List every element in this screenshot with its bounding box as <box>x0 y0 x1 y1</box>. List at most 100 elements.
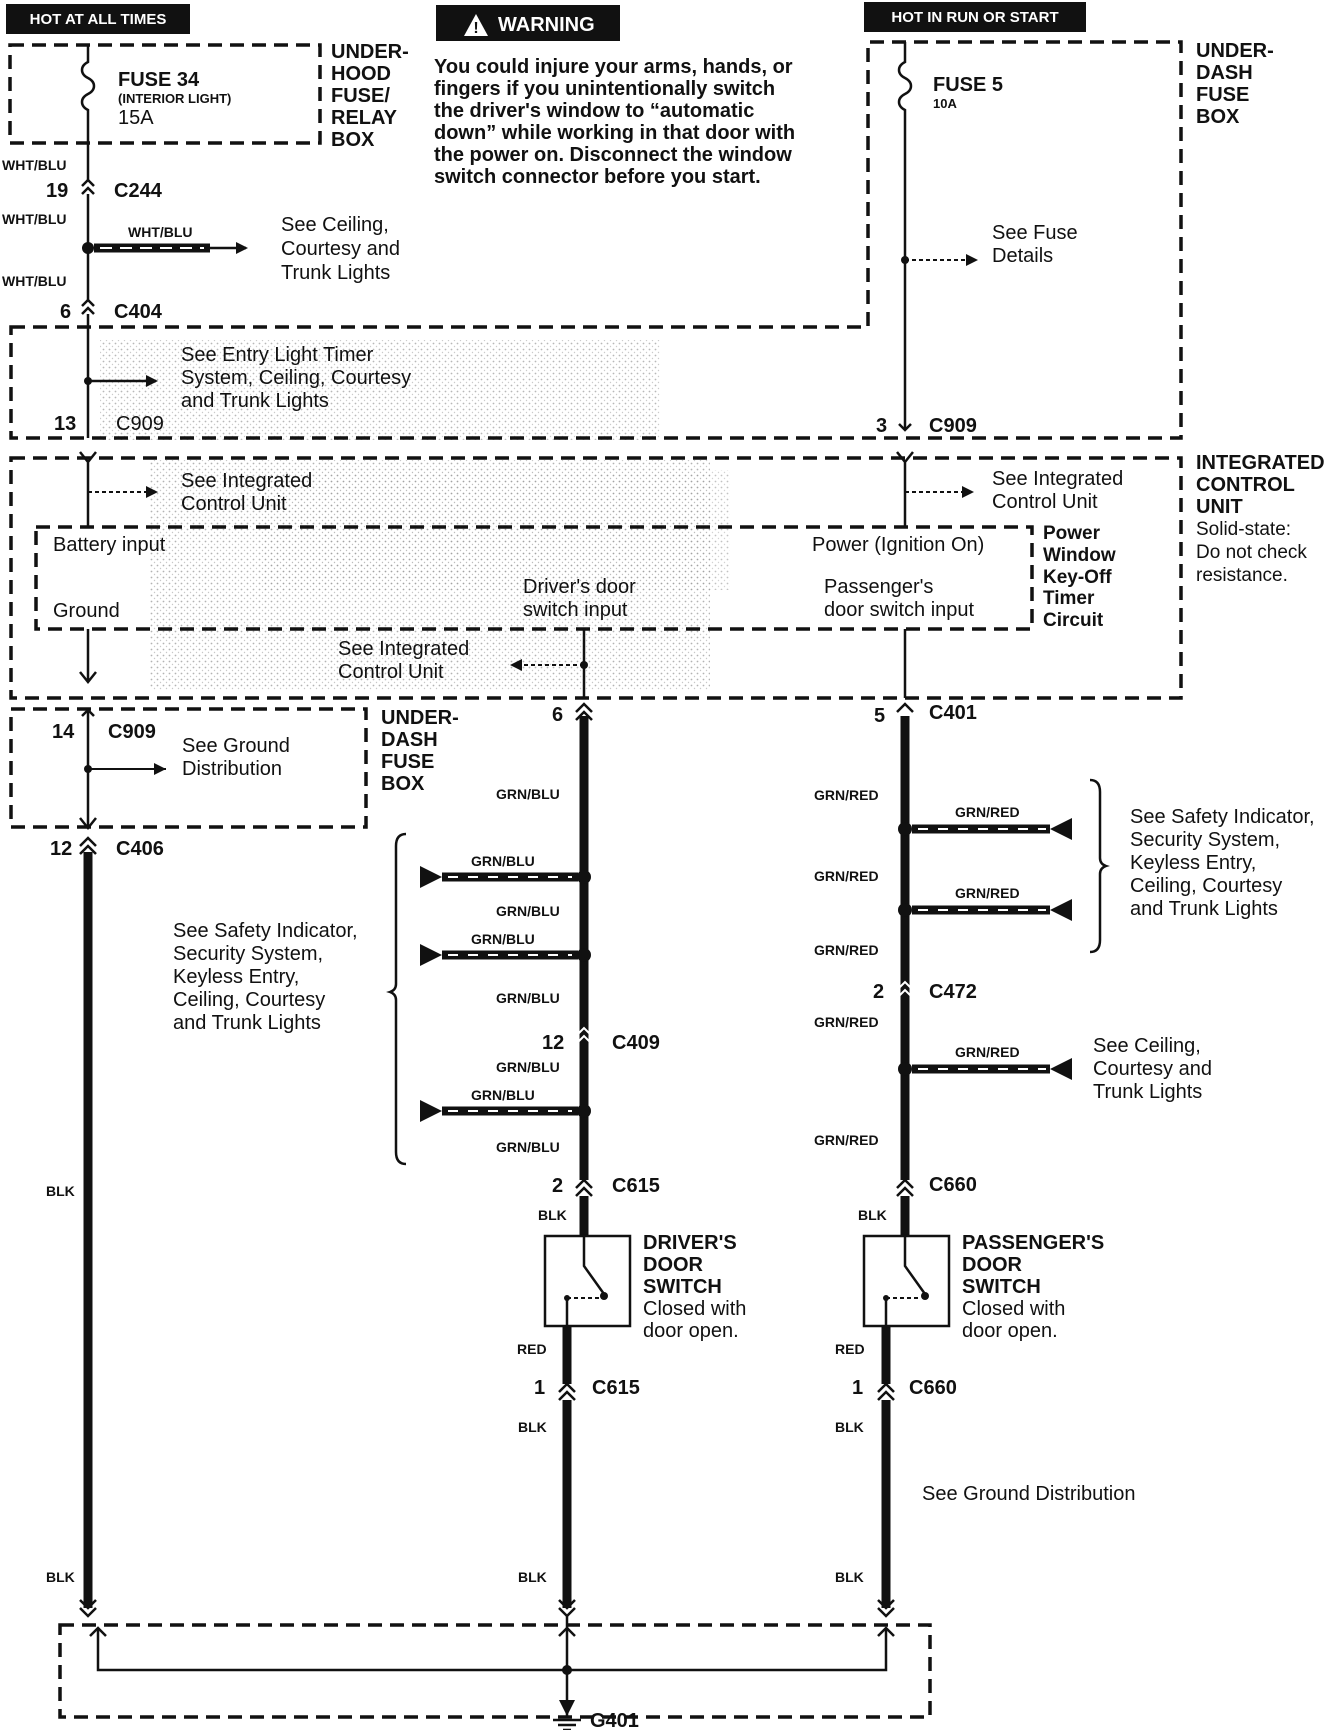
svg-text:door switch input: door switch input <box>824 599 975 621</box>
underdash-fuse-box-bottom <box>9 707 368 829</box>
svg-text:resistance.: resistance. <box>1196 565 1288 586</box>
svg-text:FUSE: FUSE <box>1196 84 1249 106</box>
svg-text:RED: RED <box>835 1341 865 1357</box>
splice-point <box>577 870 591 884</box>
svg-text:BOX: BOX <box>1196 106 1240 128</box>
svg-text:C660: C660 <box>909 1377 957 1399</box>
hot-in-run-label: HOT IN RUN OR START <box>891 9 1058 26</box>
ref-ceiling-courtesy-trunk: See Ceiling, Courtesy and Trunk Lights <box>281 214 400 284</box>
hot-at-all-times-label: HOT AT ALL TIMES <box>30 11 167 28</box>
svg-text:6: 6 <box>60 301 71 323</box>
passenger-ground-run: RED 1 C660 BLK BLK <box>835 1326 957 1618</box>
svg-text:C615: C615 <box>612 1175 660 1197</box>
svg-text:PASSENGER'S: PASSENGER'S <box>962 1232 1104 1254</box>
svg-text:C409: C409 <box>612 1032 660 1054</box>
shading <box>100 340 660 440</box>
right-brace <box>1089 778 1110 954</box>
svg-text:See Safety Indicator,: See Safety Indicator, <box>173 920 358 942</box>
warning-line: the power on. Disconnect the window <box>434 144 792 166</box>
svg-text:14: 14 <box>52 721 75 743</box>
svg-text:BLK: BLK <box>835 1419 864 1435</box>
svg-text:Do not check: Do not check <box>1196 542 1307 563</box>
svg-text:RELAY: RELAY <box>331 107 398 129</box>
svg-text:Control Unit: Control Unit <box>181 493 287 515</box>
svg-text:C660: C660 <box>929 1174 977 1196</box>
svg-text:2: 2 <box>873 981 884 1003</box>
svg-text:C406: C406 <box>116 838 164 860</box>
svg-text:3: 3 <box>876 415 887 437</box>
warning-line: You could injure your arms, hands, or <box>434 56 793 78</box>
svg-text:DASH: DASH <box>1196 62 1253 84</box>
svg-text:FUSE: FUSE <box>381 751 434 773</box>
svg-text:WHT/BLU: WHT/BLU <box>2 157 67 173</box>
timer-circuit-label: Power Window Key-Off Timer Circuit <box>1043 523 1116 631</box>
svg-text:See Entry Light Timer: See Entry Light Timer <box>181 344 374 366</box>
svg-text:GRN/RED: GRN/RED <box>955 804 1020 820</box>
icu-label: INTEGRATED CONTROL UNIT Solid-state: Do … <box>1196 452 1325 586</box>
svg-text:BLK: BLK <box>518 1419 547 1435</box>
svg-text:Key-Off: Key-Off <box>1043 567 1112 588</box>
svg-text:DOOR: DOOR <box>962 1254 1023 1276</box>
fuse-34: FUSE 34 (INTERIOR LIGHT) 15A <box>80 45 231 143</box>
svg-text:FUSE/: FUSE/ <box>331 85 390 107</box>
fuse-34-label: FUSE 34 <box>118 69 200 91</box>
svg-text:12: 12 <box>542 1032 564 1054</box>
g401-label: G401 <box>590 1710 639 1730</box>
c909-right: 3 C909 <box>876 415 977 437</box>
svg-text:GRN/RED: GRN/RED <box>814 787 879 803</box>
warning-line: the driver's window to “automatic <box>434 100 754 122</box>
warning-text: You could injure your arms, hands, or fi… <box>434 56 795 188</box>
svg-text:Keyless Entry,: Keyless Entry, <box>1130 852 1256 874</box>
svg-text:Keyless Entry,: Keyless Entry, <box>173 966 299 988</box>
svg-text:2: 2 <box>552 1175 563 1197</box>
svg-text:UNIT: UNIT <box>1196 496 1243 518</box>
warning-tag: ! WARNING <box>436 5 620 41</box>
svg-text:and Trunk Lights: and Trunk Lights <box>173 1012 321 1034</box>
power-ignition-label: Power (Ignition On) <box>812 534 984 556</box>
svg-text:C909: C909 <box>929 415 977 437</box>
svg-text:BLK: BLK <box>538 1207 567 1223</box>
battery-input-label: Battery input <box>53 534 166 556</box>
svg-text:Trunk Lights: Trunk Lights <box>1093 1081 1202 1103</box>
svg-text:See Integrated: See Integrated <box>992 468 1123 490</box>
svg-text:6: 6 <box>552 704 563 726</box>
left-ground-run: 14 C909 See Ground Distribution 12 C406 … <box>46 708 290 1618</box>
svg-text:Window: Window <box>1043 545 1116 566</box>
svg-text:C404: C404 <box>114 301 163 323</box>
svg-text:System, Ceiling, Courtesy: System, Ceiling, Courtesy <box>181 367 411 389</box>
svg-text:switch input: switch input <box>523 599 628 621</box>
svg-text:WHT/BLU: WHT/BLU <box>128 224 193 240</box>
fuse-5-amp: 10A <box>933 96 957 111</box>
timer-circuit-box <box>34 525 1034 631</box>
svg-text:Distribution: Distribution <box>182 758 282 780</box>
svg-text:and Trunk Lights: and Trunk Lights <box>1130 898 1278 920</box>
icu-wiring: See Integrated Control Unit <box>79 629 907 698</box>
svg-text:Ceiling, Courtesy: Ceiling, Courtesy <box>1130 875 1282 897</box>
fuse-34-amp: 15A <box>118 107 154 129</box>
svg-text:See Integrated: See Integrated <box>181 470 312 492</box>
svg-text:Trunk Lights: Trunk Lights <box>281 262 390 284</box>
svg-text:door open.: door open. <box>643 1320 739 1342</box>
svg-text:BOX: BOX <box>331 129 375 151</box>
svg-text:1: 1 <box>852 1377 863 1399</box>
svg-text:DASH: DASH <box>381 729 438 751</box>
svg-text:Solid-state:: Solid-state: <box>1196 519 1291 540</box>
svg-text:Security System,: Security System, <box>1130 829 1280 851</box>
svg-text:SWITCH: SWITCH <box>643 1276 722 1298</box>
svg-text:GRN/BLU: GRN/BLU <box>471 931 535 947</box>
svg-text:GRN/BLU: GRN/BLU <box>496 1139 560 1155</box>
fuse-5: FUSE 5 10A <box>897 42 1003 430</box>
splice-point <box>82 242 94 254</box>
fuse-5-label: FUSE 5 <box>933 74 1003 96</box>
svg-text:GRN/BLU: GRN/BLU <box>496 990 560 1006</box>
ground-label: Ground <box>53 600 120 622</box>
fuse-34-sub: (INTERIOR LIGHT) <box>118 91 231 106</box>
integrated-control-unit-box <box>9 456 1183 700</box>
svg-text:See Ceiling,: See Ceiling, <box>281 214 389 236</box>
svg-text:C401: C401 <box>929 702 977 724</box>
svg-text:GRN/BLU: GRN/BLU <box>496 786 560 802</box>
passenger-circuit: 5 C401 GRN/RED GRN/RED GRN/RED GRN/RED G… <box>814 702 1072 1236</box>
wht-blu-labels: WHT/BLU WHT/BLU WHT/BLU WHT/BLU 19 C244 … <box>2 157 193 435</box>
svg-text:and Trunk Lights: and Trunk Lights <box>181 390 329 412</box>
driver-circuit: 6 GRN/BLU GRN/BLU GRN/BLU GRN/BLU GRN/BL… <box>420 702 660 1236</box>
